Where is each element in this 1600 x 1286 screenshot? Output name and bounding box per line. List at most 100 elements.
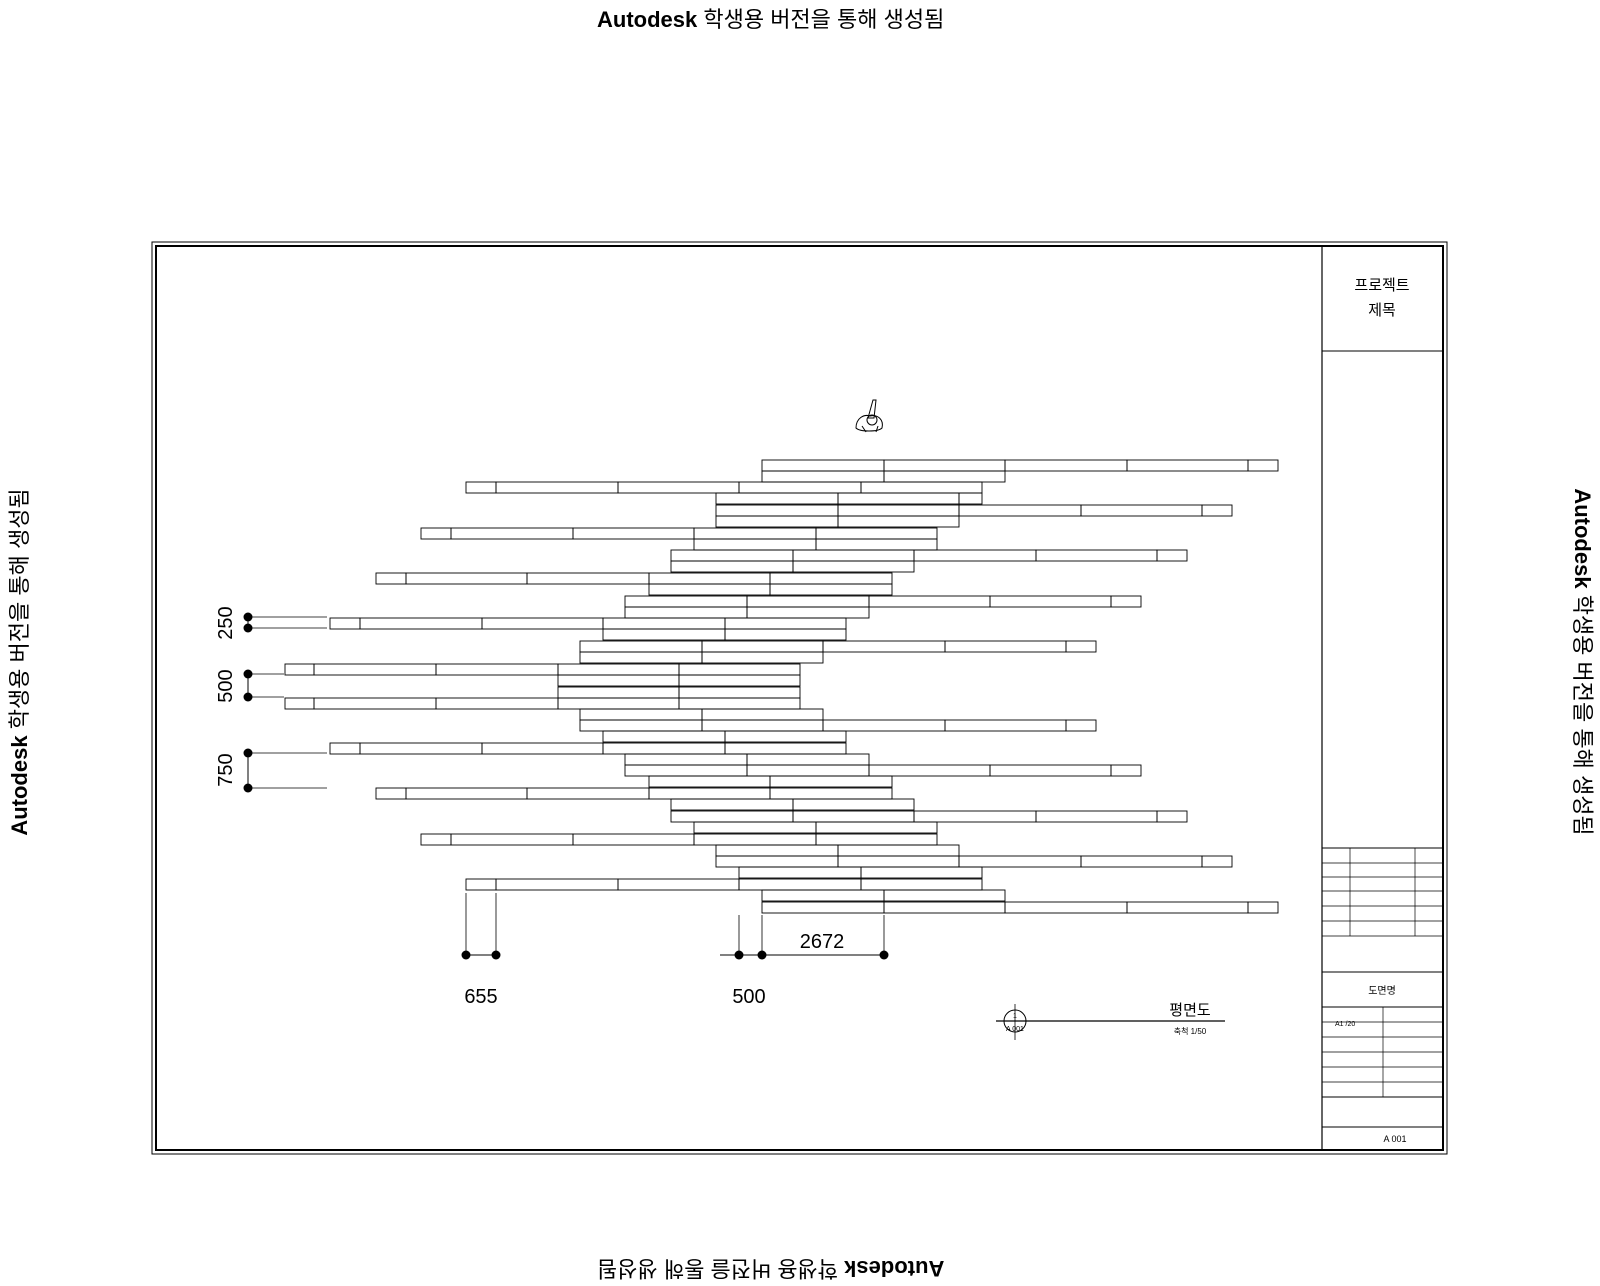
plank-segment [1065, 719, 1097, 732]
plank-segment [526, 572, 650, 585]
plank-segment [989, 595, 1112, 608]
plank-segment [701, 651, 824, 664]
dimension-label-750: 750 [215, 753, 237, 786]
revision-table [1322, 847, 1443, 937]
plank-segment [465, 878, 497, 891]
plank-row [624, 606, 870, 619]
plank-segment [1035, 549, 1158, 562]
plank-row [329, 617, 847, 630]
plank-segment [359, 742, 483, 755]
dimension-label-655: 655 [464, 986, 497, 1008]
plank-row [715, 504, 1233, 517]
plank-row [761, 889, 1006, 902]
plank-segment [602, 730, 726, 743]
plank-segment [761, 470, 885, 483]
plank-segment [670, 798, 794, 811]
plank-segment [883, 459, 1006, 472]
plank-segment [375, 572, 407, 585]
plank-row [624, 764, 1142, 777]
plank-row [715, 492, 983, 505]
plank-segment [557, 674, 680, 687]
plank-row [579, 651, 824, 664]
plank-segment [958, 492, 983, 505]
plank-segment [435, 697, 559, 710]
plank-segment [1080, 855, 1203, 868]
plank-row [579, 708, 824, 721]
plank-segment [746, 764, 870, 777]
plank-segment [761, 889, 885, 902]
plank-segment [693, 833, 817, 846]
plank-segment [815, 833, 938, 846]
plank-segment [670, 549, 794, 562]
plank-segment [761, 459, 885, 472]
drawing-info-table: A1 /20 [1322, 1007, 1443, 1098]
plank-row [624, 595, 1142, 608]
drawing-name-label: 도면명 [1368, 985, 1396, 997]
plank-row [329, 742, 847, 755]
plank-segment [815, 527, 938, 540]
plank-segment [557, 663, 680, 676]
plank-segment [769, 787, 893, 800]
plank-segment [602, 742, 726, 755]
plank-segment [958, 855, 1082, 868]
title-block: 프로젝트 제목 도면명 A1 /20 A 001 [1321, 246, 1443, 1150]
plank-row [648, 583, 893, 596]
plank-segment [617, 481, 740, 494]
plank-segment [837, 515, 960, 528]
plank-row [738, 866, 983, 879]
plank-segment [465, 481, 497, 494]
plank-segment [860, 866, 983, 879]
plank-row [761, 470, 1006, 483]
sheet-number: A 001 [1383, 1134, 1406, 1144]
plank-segment [405, 787, 528, 800]
plank-segment [822, 640, 946, 653]
plank-segment [883, 901, 1006, 914]
plank-segment [284, 697, 315, 710]
plank-segment [648, 583, 771, 596]
plank-segment [1080, 504, 1203, 517]
plank-segment [715, 855, 839, 868]
plank-row [693, 538, 938, 551]
plank-segment [678, 663, 801, 676]
plank-segment [579, 651, 703, 664]
dimension-bottom: 655 500 2672 [461, 893, 889, 1008]
plank-segment [701, 719, 824, 732]
plank-row [420, 833, 938, 846]
plank-segment [1201, 855, 1233, 868]
plank-row [715, 855, 1233, 868]
plank-row [375, 787, 893, 800]
plank-segment [822, 719, 946, 732]
plank-segment [792, 560, 915, 573]
plank-row [670, 560, 915, 573]
plank-segment [693, 538, 817, 551]
plank-segment [495, 878, 619, 891]
plank-segment [1004, 459, 1128, 472]
plank-segment [1065, 640, 1097, 653]
plank-row [761, 459, 1279, 472]
plank-segment [792, 798, 915, 811]
plank-segment [678, 697, 801, 710]
plank-segment [481, 617, 604, 630]
plank-segment [883, 889, 1006, 902]
plank-segment [693, 821, 817, 834]
plank-row [670, 798, 915, 811]
plank-segment [868, 595, 991, 608]
plank-segment [746, 595, 870, 608]
plank-segment [624, 753, 748, 766]
plank-segment [715, 504, 839, 517]
plank-segment [1156, 549, 1188, 562]
plank-segment [579, 708, 703, 721]
plank-segment [715, 515, 839, 528]
view-tag-number: 1 [1013, 1013, 1017, 1020]
plank-segment [693, 527, 817, 540]
plank-segment [1035, 810, 1158, 823]
plank-segment [958, 504, 1082, 517]
view-title: 1 A 001 평면도 축척 1/50 [996, 1002, 1225, 1040]
plank-row [715, 844, 960, 857]
plank-segment [450, 527, 574, 540]
plank-segment [868, 764, 991, 777]
plank-segment [792, 549, 915, 562]
plank-segment [329, 617, 361, 630]
project-title-line1: 프로젝트 [1354, 277, 1409, 294]
